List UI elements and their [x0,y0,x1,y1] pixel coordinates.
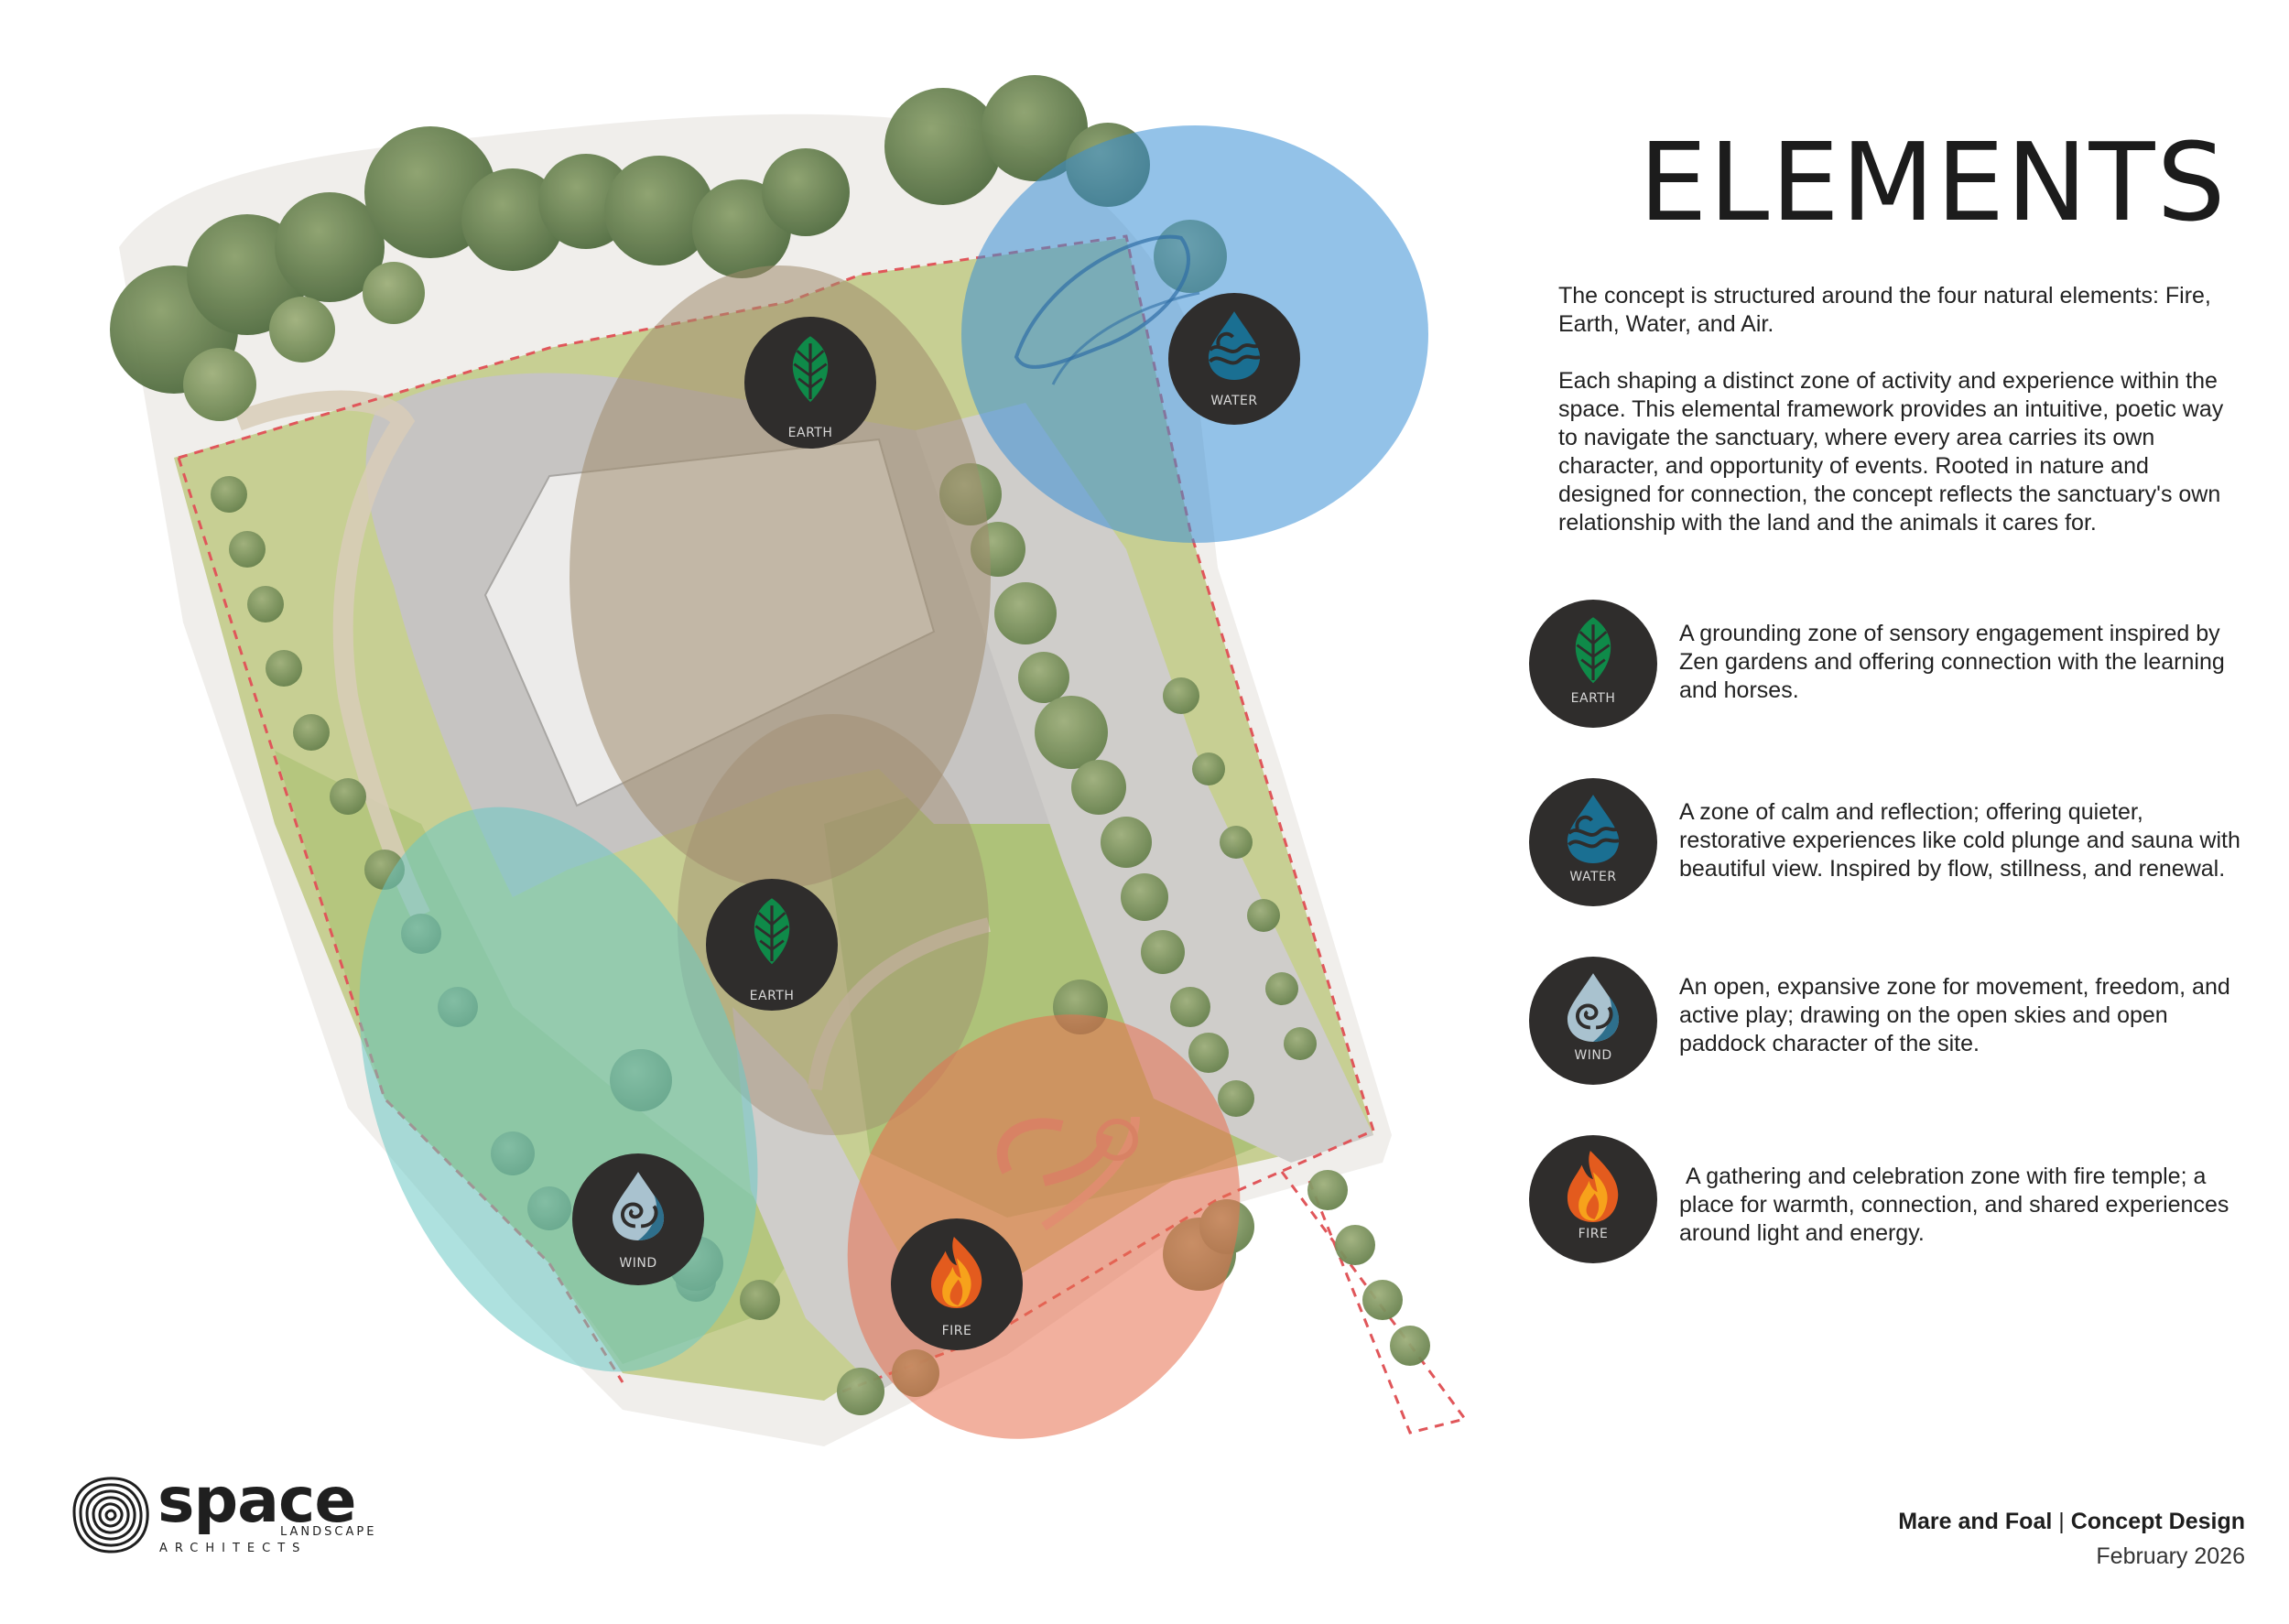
map-marker-fire[interactable]: FIRE [891,1218,1023,1350]
flame-icon [1567,1151,1619,1222]
company-logo: space LANDSCAPE ARCHITECTS [71,1465,374,1576]
legend-item-wind: WIND An open, expansive zone for movemen… [1529,957,2262,1094]
wind-badge: WIND [1529,957,1657,1085]
footer-date: February 2026 [2096,1543,2245,1569]
legend-description: A zone of calm and reflection; offering … [1679,799,2240,882]
footer-project: Mare and Foal | Concept Design [1898,1509,2245,1535]
map-marker-label: FIRE [942,1324,972,1338]
legend-description: An open, expansive zone for movement, fr… [1679,974,2230,1056]
footer-separator: | [2058,1509,2065,1534]
legend-item-fire: FIRE A gathering and celebration zone wi… [1529,1135,2262,1272]
logo-subtitle-2: ARCHITECTS [159,1542,308,1555]
legend-item-earth: EARTH A grounding zone of sensory engage… [1529,600,2262,737]
map-marker-earth-2[interactable]: EARTH [706,879,838,1011]
wind-drop-icon [1565,971,1622,1044]
document-type: Concept Design [2070,1509,2245,1534]
badge-label: FIRE [1578,1227,1609,1241]
badge-label: WATER [1569,870,1617,884]
earth-zone-upper [570,265,991,888]
map-marker-label: WATER [1210,394,1257,408]
badge-label: EARTH [1570,691,1616,706]
contour-rings-icon [72,1477,149,1554]
map-marker-label: EARTH [750,989,795,1003]
legend-item-water: WATER A zone of calm and reflection; off… [1529,778,2262,915]
legend-description: A grounding zone of sensory engagement i… [1679,621,2225,703]
legend-description: A gathering and celebration zone with fi… [1679,1164,2236,1246]
intro-paragraph-2: Each shaping a distinct zone of activity… [1558,368,2224,536]
map-marker-earth-1[interactable]: EARTH [744,317,876,449]
project-name: Mare and Foal [1898,1509,2053,1534]
fire-badge: FIRE [1529,1135,1657,1263]
logo-wordmark: space [157,1465,356,1537]
page-title: ELEMENTS [1639,119,2228,245]
water-badge: WATER [1529,778,1657,906]
logo-subtitle-1: LANDSCAPE [280,1525,377,1539]
map-marker-label: WIND [619,1256,656,1271]
map-marker-water[interactable]: WATER [1168,293,1300,425]
water-drop-wave-icon [1565,793,1622,865]
map-marker-wind[interactable]: WIND [572,1153,704,1285]
intro-text: The concept is structured around the fou… [1558,282,2236,566]
earth-badge: EARTH [1529,600,1657,728]
intro-paragraph-1: The concept is structured around the fou… [1558,283,2211,337]
site-plan-map: EARTH WATER EARTH WIND FIRE [110,75,1468,1446]
map-marker-label: EARTH [788,426,833,440]
leaf-icon [1574,615,1612,685]
badge-label: WIND [1574,1048,1612,1063]
